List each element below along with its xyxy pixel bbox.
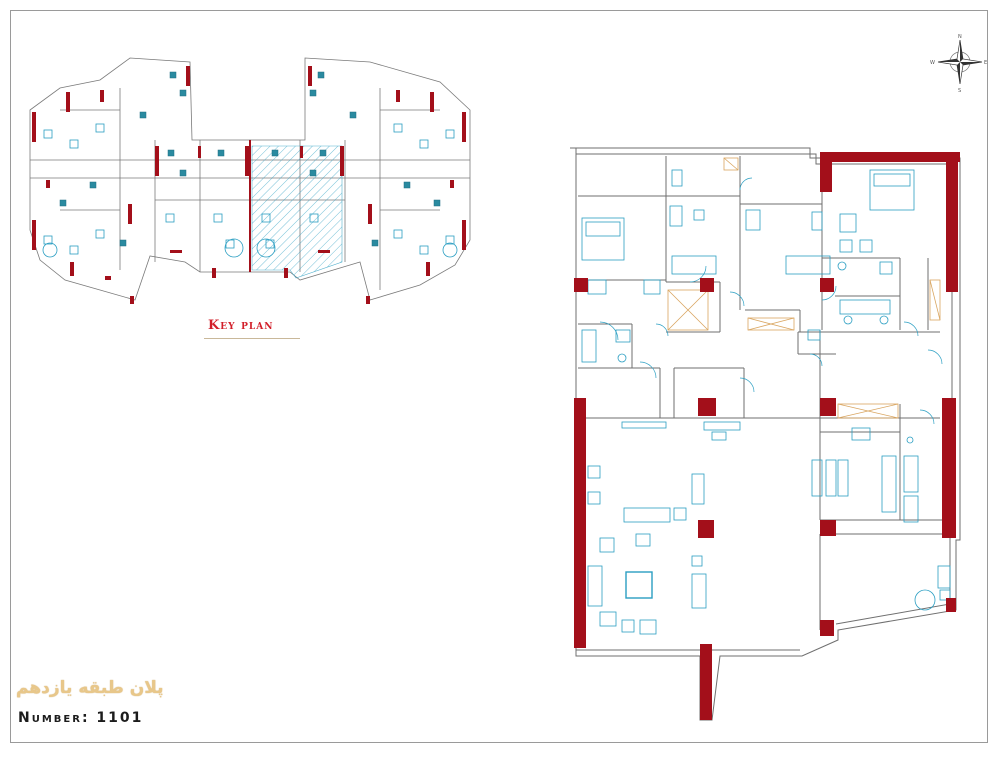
floor-plan-outline bbox=[570, 147, 961, 721]
key-plan-left-wing bbox=[29, 57, 251, 301]
sheet-number: Number: 1101 bbox=[18, 710, 144, 726]
structural-walls bbox=[574, 152, 960, 720]
floor-plan bbox=[570, 147, 961, 721]
door-swings bbox=[599, 177, 943, 425]
key-plan-highlighted-unit bbox=[251, 145, 343, 279]
compass-east: E bbox=[984, 60, 987, 66]
key-plan-label: Key plan bbox=[208, 318, 274, 333]
key-plan-columns bbox=[32, 66, 466, 304]
compass-south: S bbox=[958, 88, 961, 94]
north-arrow: N S E W bbox=[930, 34, 987, 94]
wardrobes bbox=[667, 157, 941, 419]
compass-west: W bbox=[930, 60, 935, 66]
floor-title: پلان طبقه یازدهم bbox=[16, 678, 164, 698]
drawing-border bbox=[10, 10, 988, 743]
key-plan-underline bbox=[204, 338, 300, 339]
furniture bbox=[581, 169, 951, 635]
key-plan-fixtures bbox=[42, 71, 458, 258]
compass-north: N bbox=[958, 34, 962, 40]
key-plan bbox=[29, 57, 471, 301]
